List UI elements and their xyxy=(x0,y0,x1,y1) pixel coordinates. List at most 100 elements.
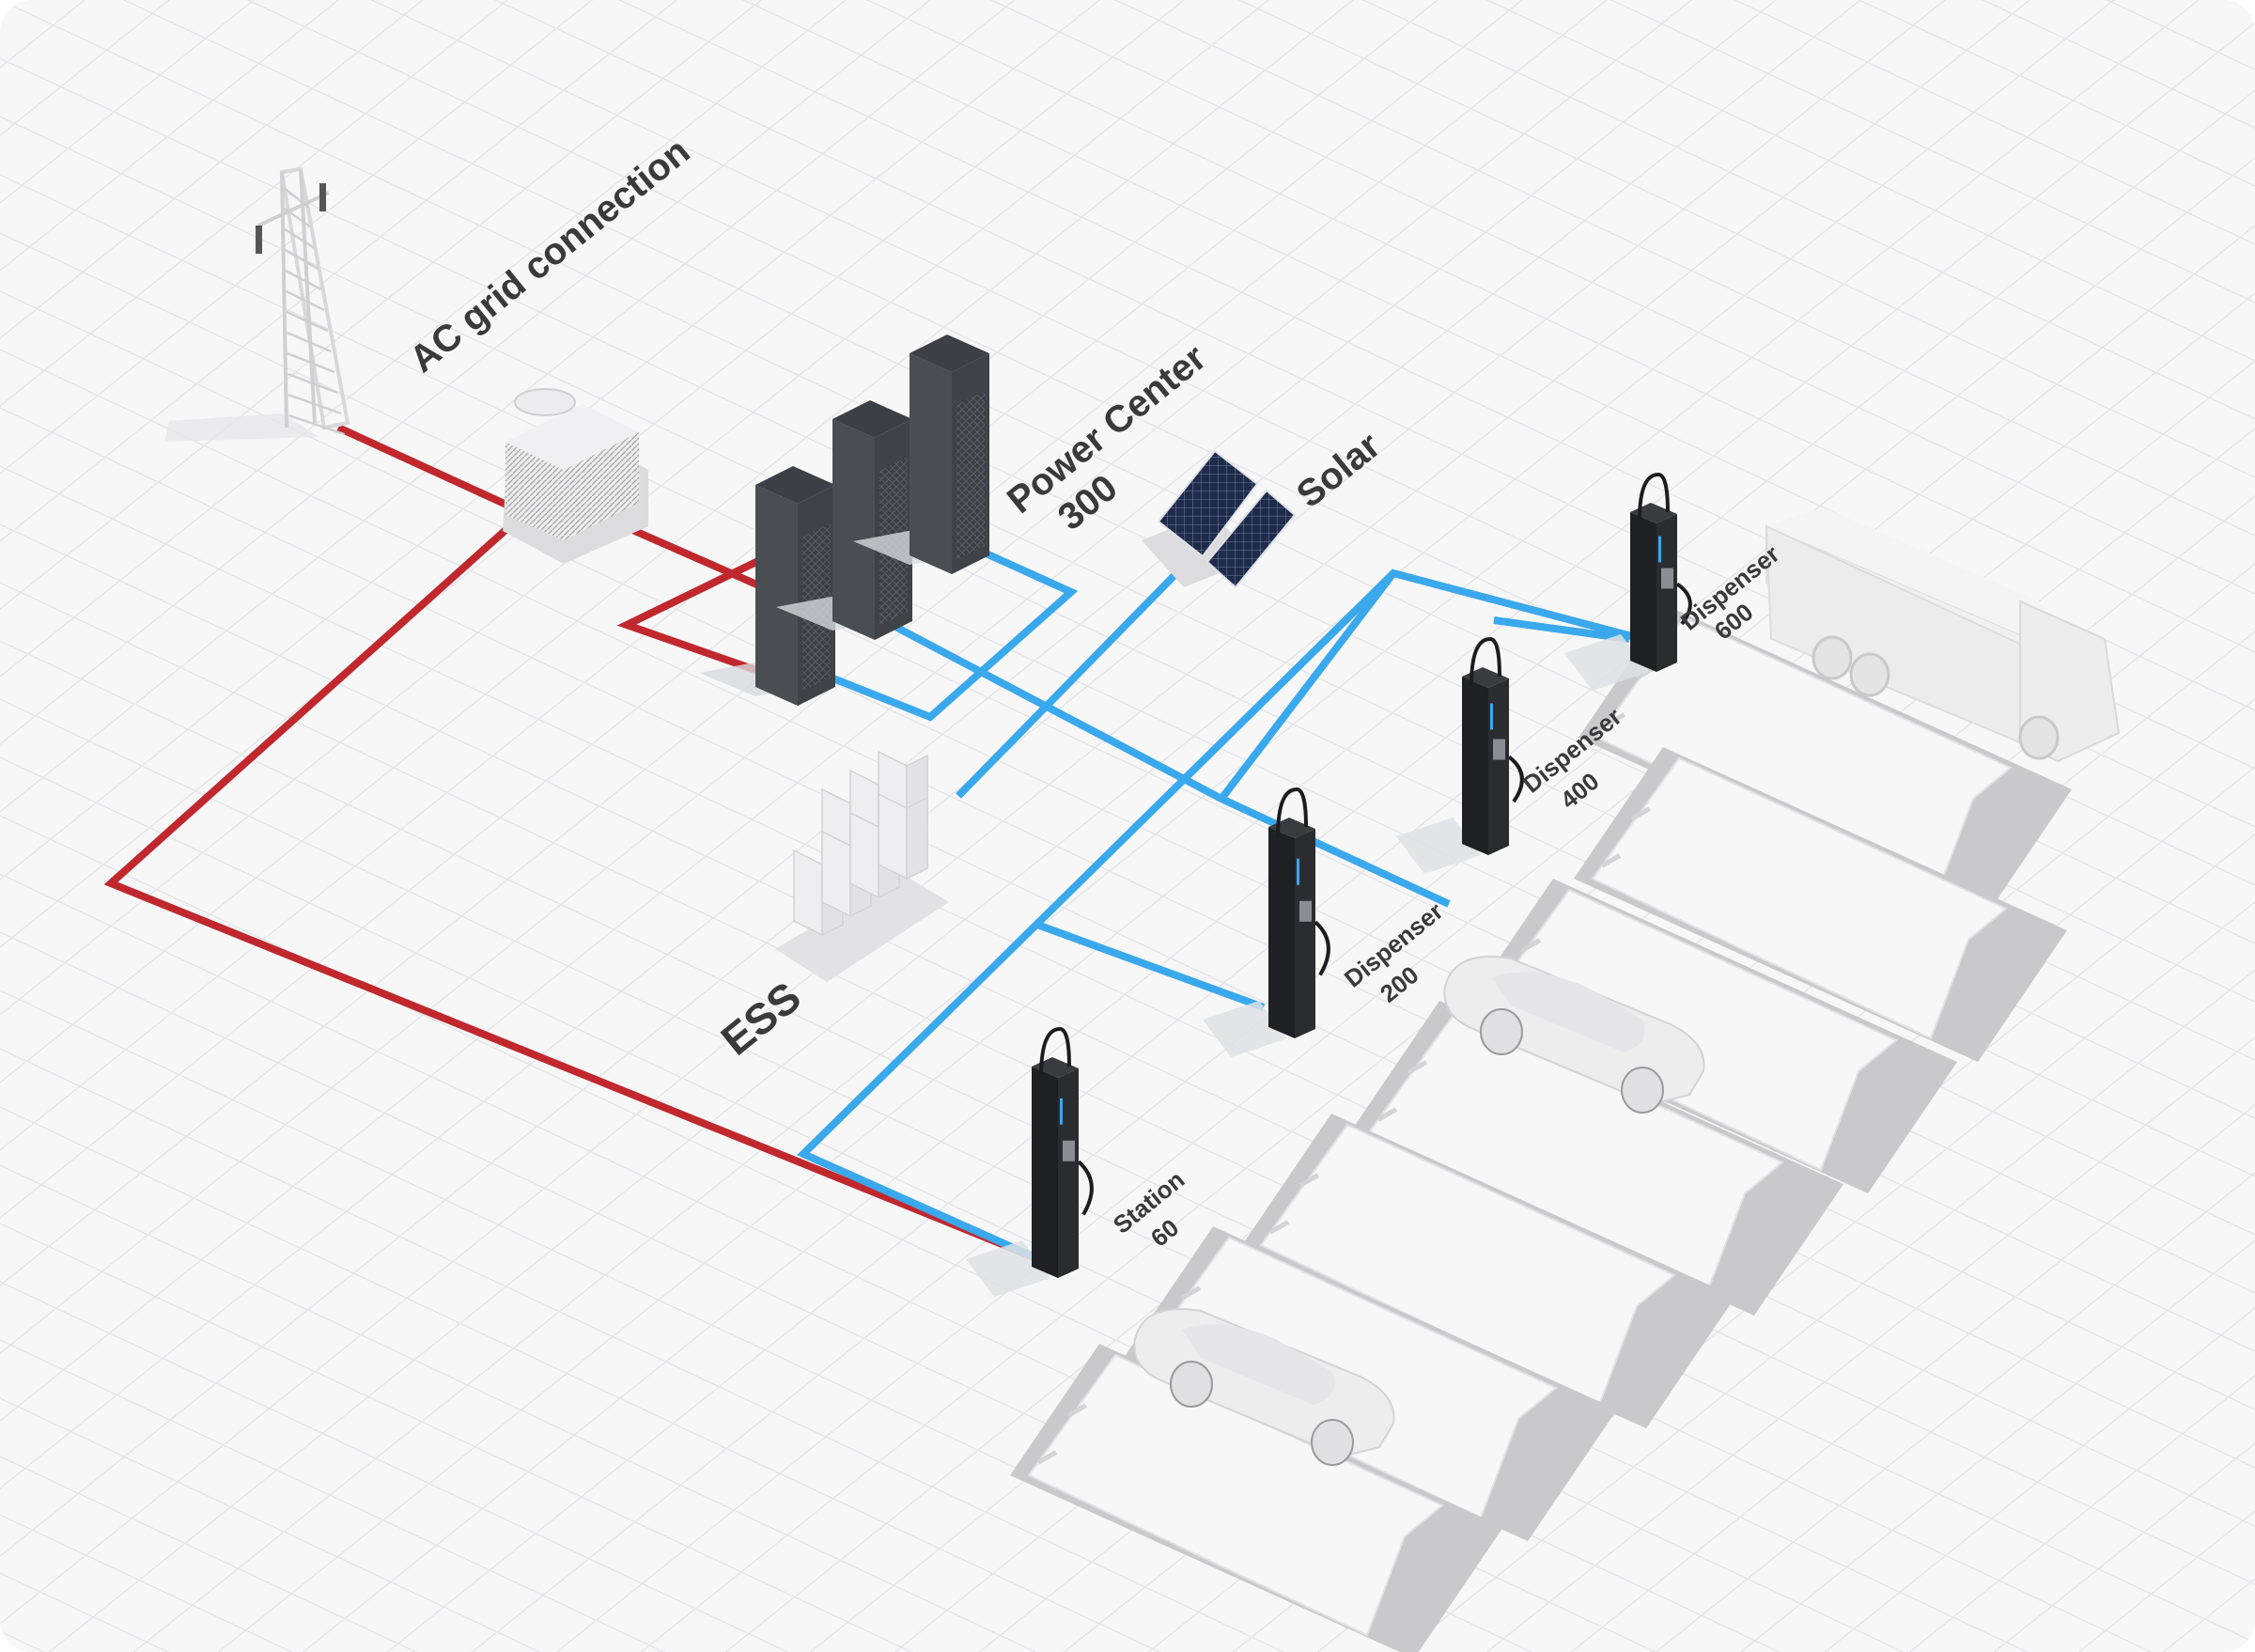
ess-module xyxy=(849,811,879,899)
dc-line-pc-loop xyxy=(827,548,1079,722)
truck-wheel xyxy=(2018,715,2060,760)
wheel-stop xyxy=(1600,853,1622,868)
grid-line xyxy=(1824,1307,2255,1652)
ac-line-grid-transformer xyxy=(336,424,531,519)
dispenser-cable xyxy=(1276,787,1308,838)
grid-line xyxy=(0,523,2255,1585)
dispenser-side xyxy=(1488,678,1509,855)
car-roof xyxy=(1182,1324,1335,1405)
label-ess: ESS xyxy=(712,972,810,1064)
label-station-60-value: 60 xyxy=(1145,1213,1184,1253)
dc-line-dispenser600 xyxy=(1493,616,1630,643)
car-wheel xyxy=(1621,1067,1664,1114)
transformer-icon xyxy=(503,388,648,564)
grid-line xyxy=(1232,834,2255,1652)
grid-line xyxy=(1063,698,2255,1652)
dispenser-front xyxy=(1268,827,1295,1038)
grid-line xyxy=(1655,1172,2255,1652)
dispenser-top xyxy=(1630,503,1677,523)
wheel-stop xyxy=(1268,1220,1290,1235)
cabinet-top xyxy=(910,335,989,372)
grid-line xyxy=(0,174,2255,1236)
tower-brace xyxy=(288,413,345,436)
parking-bay-truck xyxy=(1578,606,2072,921)
grid-line xyxy=(0,698,2030,1652)
parking-bay-car xyxy=(1010,1344,1503,1652)
cabinet-top xyxy=(755,466,835,504)
grid-line xyxy=(0,582,2255,1644)
dispenser-top xyxy=(1462,667,1509,688)
tower-brace xyxy=(285,289,325,312)
connection-lines xyxy=(103,424,1644,1263)
grid-line xyxy=(0,1564,2255,1652)
dispenser-cable xyxy=(1077,1160,1094,1216)
truck-wheel xyxy=(1812,635,1853,680)
parking-bay-inner xyxy=(1595,616,2013,899)
grid-line xyxy=(555,292,2255,1652)
tower-brace xyxy=(286,310,329,333)
transformer-front xyxy=(505,442,564,540)
dispenser-cable xyxy=(1507,755,1524,803)
tower-brace xyxy=(284,227,316,250)
dc-line-bus-link xyxy=(1218,570,1397,802)
car-wheel xyxy=(1480,1008,1523,1055)
dispenser-shadow xyxy=(1564,634,1649,691)
car-wheel xyxy=(1311,1419,1354,1466)
dispenser-front xyxy=(1462,677,1488,855)
wheel-stop xyxy=(1180,1286,1202,1301)
grid-line xyxy=(1993,1442,2255,1652)
ess-module xyxy=(878,792,908,881)
grid-line xyxy=(989,0,2255,595)
dispenser-side xyxy=(1058,1068,1079,1278)
grid-line xyxy=(1908,1375,2255,1652)
transformer-conservator xyxy=(514,388,576,416)
dc-line-pc-dispenser400 xyxy=(894,623,1451,908)
tower-brace xyxy=(287,351,335,374)
dispenser-side xyxy=(1295,829,1315,1038)
dispenser-shadow xyxy=(966,1240,1050,1297)
grid-line xyxy=(0,349,2255,1410)
grid-line xyxy=(1981,0,2255,129)
ess-module-side xyxy=(906,796,928,881)
grid-line xyxy=(1734,0,2255,245)
ac-line-transformer-pc1 xyxy=(614,519,763,590)
grid-line xyxy=(0,465,2255,1527)
grid-line xyxy=(1237,0,2255,478)
grid-line xyxy=(1485,0,2255,362)
grid-line xyxy=(0,0,594,475)
dispenser-icon xyxy=(1396,636,1524,874)
dispenser-side xyxy=(1656,514,1677,672)
parking-bay-inner xyxy=(1591,756,2008,1040)
dispenser-icon xyxy=(1564,472,1692,691)
truck-box-top xyxy=(1766,507,2086,662)
grid-line xyxy=(0,0,848,678)
grid-line xyxy=(640,360,2255,1652)
power-cabinet-icon xyxy=(853,335,989,574)
power-cabinet-icon xyxy=(699,466,835,706)
grid-line xyxy=(0,756,1905,1652)
grid-line xyxy=(0,1106,1161,1652)
grid-line xyxy=(0,0,932,745)
grid-line xyxy=(0,1514,294,1652)
dispenser-icon xyxy=(1203,787,1330,1057)
tower-brace xyxy=(285,248,319,271)
grid-line xyxy=(0,0,1270,1016)
parking-bay-inner xyxy=(1259,1123,1676,1407)
dispenser-led xyxy=(1658,536,1661,563)
grid-line xyxy=(0,0,1693,1354)
wheel-stop xyxy=(1407,1060,1428,1075)
ess-shadow xyxy=(775,874,949,982)
grid-line xyxy=(1113,0,2255,537)
grid-line xyxy=(386,157,2255,1652)
charging-station-icon xyxy=(966,1026,1094,1297)
wheel-stop xyxy=(1520,938,1542,953)
transmission-tower-icon xyxy=(164,166,350,442)
cabinet-grill xyxy=(956,391,985,560)
transformer-side xyxy=(564,432,639,540)
grid-line xyxy=(0,0,1186,948)
